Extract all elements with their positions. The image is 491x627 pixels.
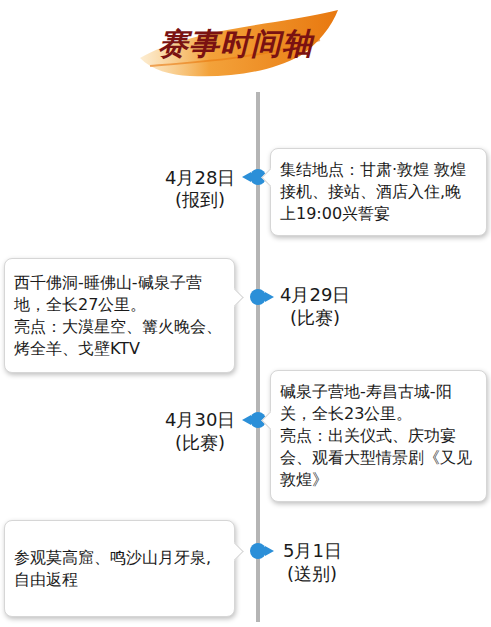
date-label: 4月28日 (165, 167, 235, 189)
box-pointer (261, 411, 279, 429)
diagram-title: 赛事时间轴 (158, 24, 313, 65)
box-text: 集结地点：甘肃·敦煌 敦煌接机、接站、酒店入住,晚上19:00兴誓宴 (280, 159, 477, 225)
box-pointer (225, 542, 243, 560)
date-label: (比赛) (175, 432, 225, 454)
box-text: 亮点：大漠星空、篝火晚会、烤全羊、戈壁KTV (14, 316, 225, 360)
box-pointer (225, 288, 243, 306)
timeline-box: 集结地点：甘肃·敦煌 敦煌接机、接站、酒店入住,晚上19:00兴誓宴 (270, 148, 487, 236)
date-label: 4月30日 (165, 409, 235, 431)
box-text: 碱泉子营地-寿昌古城-阳关，全长23公里。 (280, 381, 477, 425)
timeline-box: 西千佛洞-睡佛山-碱泉子营地，全长27公里。亮点：大漠星空、篝火晚会、烤全羊、戈… (4, 258, 235, 373)
timeline-box: 碱泉子营地-寿昌古城-阳关，全长23公里。亮点：出关仪式、庆功宴会、观看大型情景… (270, 370, 487, 502)
box-pointer (261, 168, 279, 186)
box-text: 亮点：出关仪式、庆功宴会、观看大型情景剧《又见敦煌》 (280, 425, 477, 491)
box-text: 西千佛洞-睡佛山-碱泉子营地，全长27公里。 (14, 272, 225, 316)
timeline-box: 参观莫高窟、鸣沙山月牙泉,自由返程 (4, 520, 235, 617)
date-label: (比赛) (290, 307, 340, 329)
box-text: 参观莫高窟、鸣沙山月牙泉,自由返程 (14, 547, 225, 591)
date-label: 4月29日 (280, 284, 350, 306)
date-label: 5月1日 (283, 540, 342, 562)
brush-stroke (140, 10, 338, 76)
date-label: (报到) (175, 189, 225, 211)
date-label: (送别) (287, 563, 337, 585)
